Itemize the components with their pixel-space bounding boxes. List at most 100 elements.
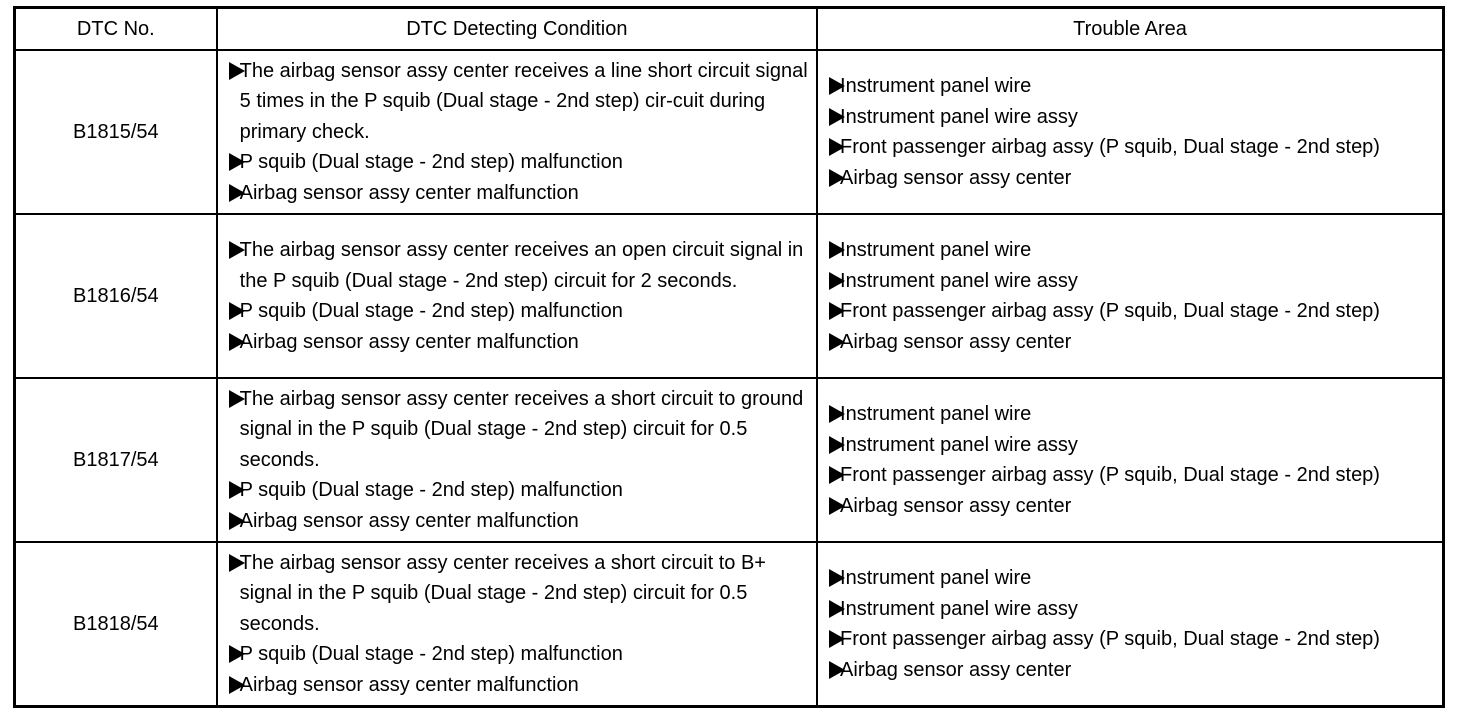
condition-text: Airbag sensor assy center malfunction [239,509,579,532]
list-item: The airbag sensor assy center receives a… [228,548,808,640]
list-item: Instrument panel wire assy [829,594,1434,625]
trouble-area-text: Airbag sensor assy center [840,494,1072,517]
list-item: Front passenger airbag assy (P squib, Du… [829,132,1434,163]
trouble-area-text: Instrument panel wire [840,239,1032,261]
arrow-right-icon [228,389,245,408]
arrow-right-icon [228,332,245,351]
arrow-right-icon [829,77,846,95]
table-row: B1817/54 The airbag sensor assy center r… [13,377,1445,543]
dtc-number: B1817/54 [13,377,218,543]
arrow-right-icon [829,271,846,290]
trouble-area-text: Instrument panel wire assy [840,597,1078,620]
dtc-number: B1818/54 [13,541,218,708]
arrow-right-icon [228,241,245,259]
arrow-right-icon [829,168,846,187]
detecting-condition-cell: The airbag sensor assy center receives a… [215,541,819,708]
header-dtc-no: DTC No. [13,6,218,51]
list-item: Instrument panel wire [829,71,1434,102]
trouble-area-text: Instrument panel wire [840,567,1032,589]
condition-text: Airbag sensor assy center malfunction [239,673,579,696]
trouble-area-text: Airbag sensor assy center [840,330,1072,353]
trouble-area-text: Instrument panel wire assy [840,105,1078,128]
list-item: Airbag sensor assy center malfunction [228,178,808,209]
trouble-area-text: Instrument panel wire [840,403,1032,425]
arrow-right-icon [228,553,245,572]
list-item: Instrument panel wire assy [829,102,1434,133]
table-row: B1818/54 The airbag sensor assy center r… [13,541,1445,708]
table-row: B1816/54 The airbag sensor assy center r… [13,213,1445,379]
list-item: The airbag sensor assy center receives a… [228,56,808,148]
trouble-area-text: Front passenger airbag assy (P squib, Du… [840,628,1380,650]
detecting-condition-cell: The airbag sensor assy center receives a… [215,49,819,215]
arrow-right-icon [829,496,846,515]
arrow-right-icon [228,302,245,320]
list-item: P squib (Dual stage - 2nd step) malfunct… [228,475,808,506]
condition-text: P squib (Dual stage - 2nd step) malfunct… [239,643,623,666]
arrow-right-icon [228,61,245,80]
arrow-right-icon [228,183,245,202]
arrow-right-icon [228,153,245,172]
trouble-area-list: Instrument panel wire Instrument panel w… [818,69,1442,195]
list-item: The airbag sensor assy center receives a… [228,384,808,476]
arrow-right-icon [829,630,846,648]
condition-list: The airbag sensor assy center receives a… [218,233,816,359]
dtc-table: DTC No. DTC Detecting Condition Trouble … [13,6,1445,708]
list-item: Instrument panel wire [829,235,1434,266]
condition-text: The airbag sensor assy center receives a… [239,551,766,635]
list-item: Instrument panel wire assy [829,266,1434,297]
trouble-area-text: Instrument panel wire [840,75,1032,97]
list-item: Airbag sensor assy center [829,491,1434,522]
trouble-area-text: Instrument panel wire assy [840,269,1078,292]
condition-list: The airbag sensor assy center receives a… [218,546,816,703]
arrow-right-icon [829,138,846,156]
list-item: Airbag sensor assy center [829,327,1434,358]
trouble-area-text: Airbag sensor assy center [840,658,1072,681]
condition-text: The airbag sensor assy center receives a… [239,387,804,471]
arrow-right-icon [829,405,846,423]
list-item: Instrument panel wire [829,563,1434,594]
list-item: Airbag sensor assy center [829,655,1434,686]
trouble-area-text: Front passenger airbag assy (P squib, Du… [840,136,1380,158]
trouble-area-text: Front passenger airbag assy (P squib, Du… [840,464,1380,486]
list-item: The airbag sensor assy center receives a… [228,235,808,296]
condition-text: The airbag sensor assy center receives a… [239,239,804,292]
arrow-right-icon [228,645,245,664]
trouble-area-cell: Instrument panel wire Instrument panel w… [816,377,1445,543]
arrow-right-icon [829,660,846,679]
list-item: P squib (Dual stage - 2nd step) malfunct… [228,639,808,670]
trouble-area-list: Instrument panel wire Instrument panel w… [818,233,1442,359]
trouble-area-text: Instrument panel wire assy [840,433,1078,456]
header-detecting-condition: DTC Detecting Condition [215,6,819,51]
detecting-condition-cell: The airbag sensor assy center receives a… [215,213,819,379]
trouble-area-list: Instrument panel wire Instrument panel w… [818,561,1442,687]
arrow-right-icon [829,569,846,587]
arrow-right-icon [829,332,846,351]
trouble-area-cell: Instrument panel wire Instrument panel w… [816,541,1445,708]
condition-list: The airbag sensor assy center receives a… [218,54,816,211]
trouble-area-list: Instrument panel wire Instrument panel w… [818,397,1442,523]
arrow-right-icon [829,302,846,320]
trouble-area-cell: Instrument panel wire Instrument panel w… [816,213,1445,379]
list-item: Airbag sensor assy center malfunction [228,327,808,358]
list-item: Instrument panel wire assy [829,430,1434,461]
list-item: Front passenger airbag assy (P squib, Du… [829,296,1434,327]
arrow-right-icon [228,675,245,694]
list-item: Airbag sensor assy center malfunction [228,670,808,701]
detecting-condition-cell: The airbag sensor assy center receives a… [215,377,819,543]
list-item: Front passenger airbag assy (P squib, Du… [829,460,1434,491]
list-item: P squib (Dual stage - 2nd step) malfunct… [228,296,808,327]
list-item: P squib (Dual stage - 2nd step) malfunct… [228,147,808,178]
condition-list: The airbag sensor assy center receives a… [218,382,816,539]
condition-text: The airbag sensor assy center receives a… [239,59,808,143]
list-item: Airbag sensor assy center malfunction [228,506,808,537]
condition-text: Airbag sensor assy center malfunction [239,330,579,353]
list-item: Airbag sensor assy center [829,163,1434,194]
arrow-right-icon [228,511,245,530]
dtc-number: B1816/54 [13,213,218,379]
list-item: Front passenger airbag assy (P squib, Du… [829,624,1434,655]
list-item: Instrument panel wire [829,399,1434,430]
table-row: B1815/54 The airbag sensor assy center r… [13,49,1445,215]
condition-text: P squib (Dual stage - 2nd step) malfunct… [239,151,623,174]
condition-text: P squib (Dual stage - 2nd step) malfunct… [239,300,623,322]
trouble-area-cell: Instrument panel wire Instrument panel w… [816,49,1445,215]
